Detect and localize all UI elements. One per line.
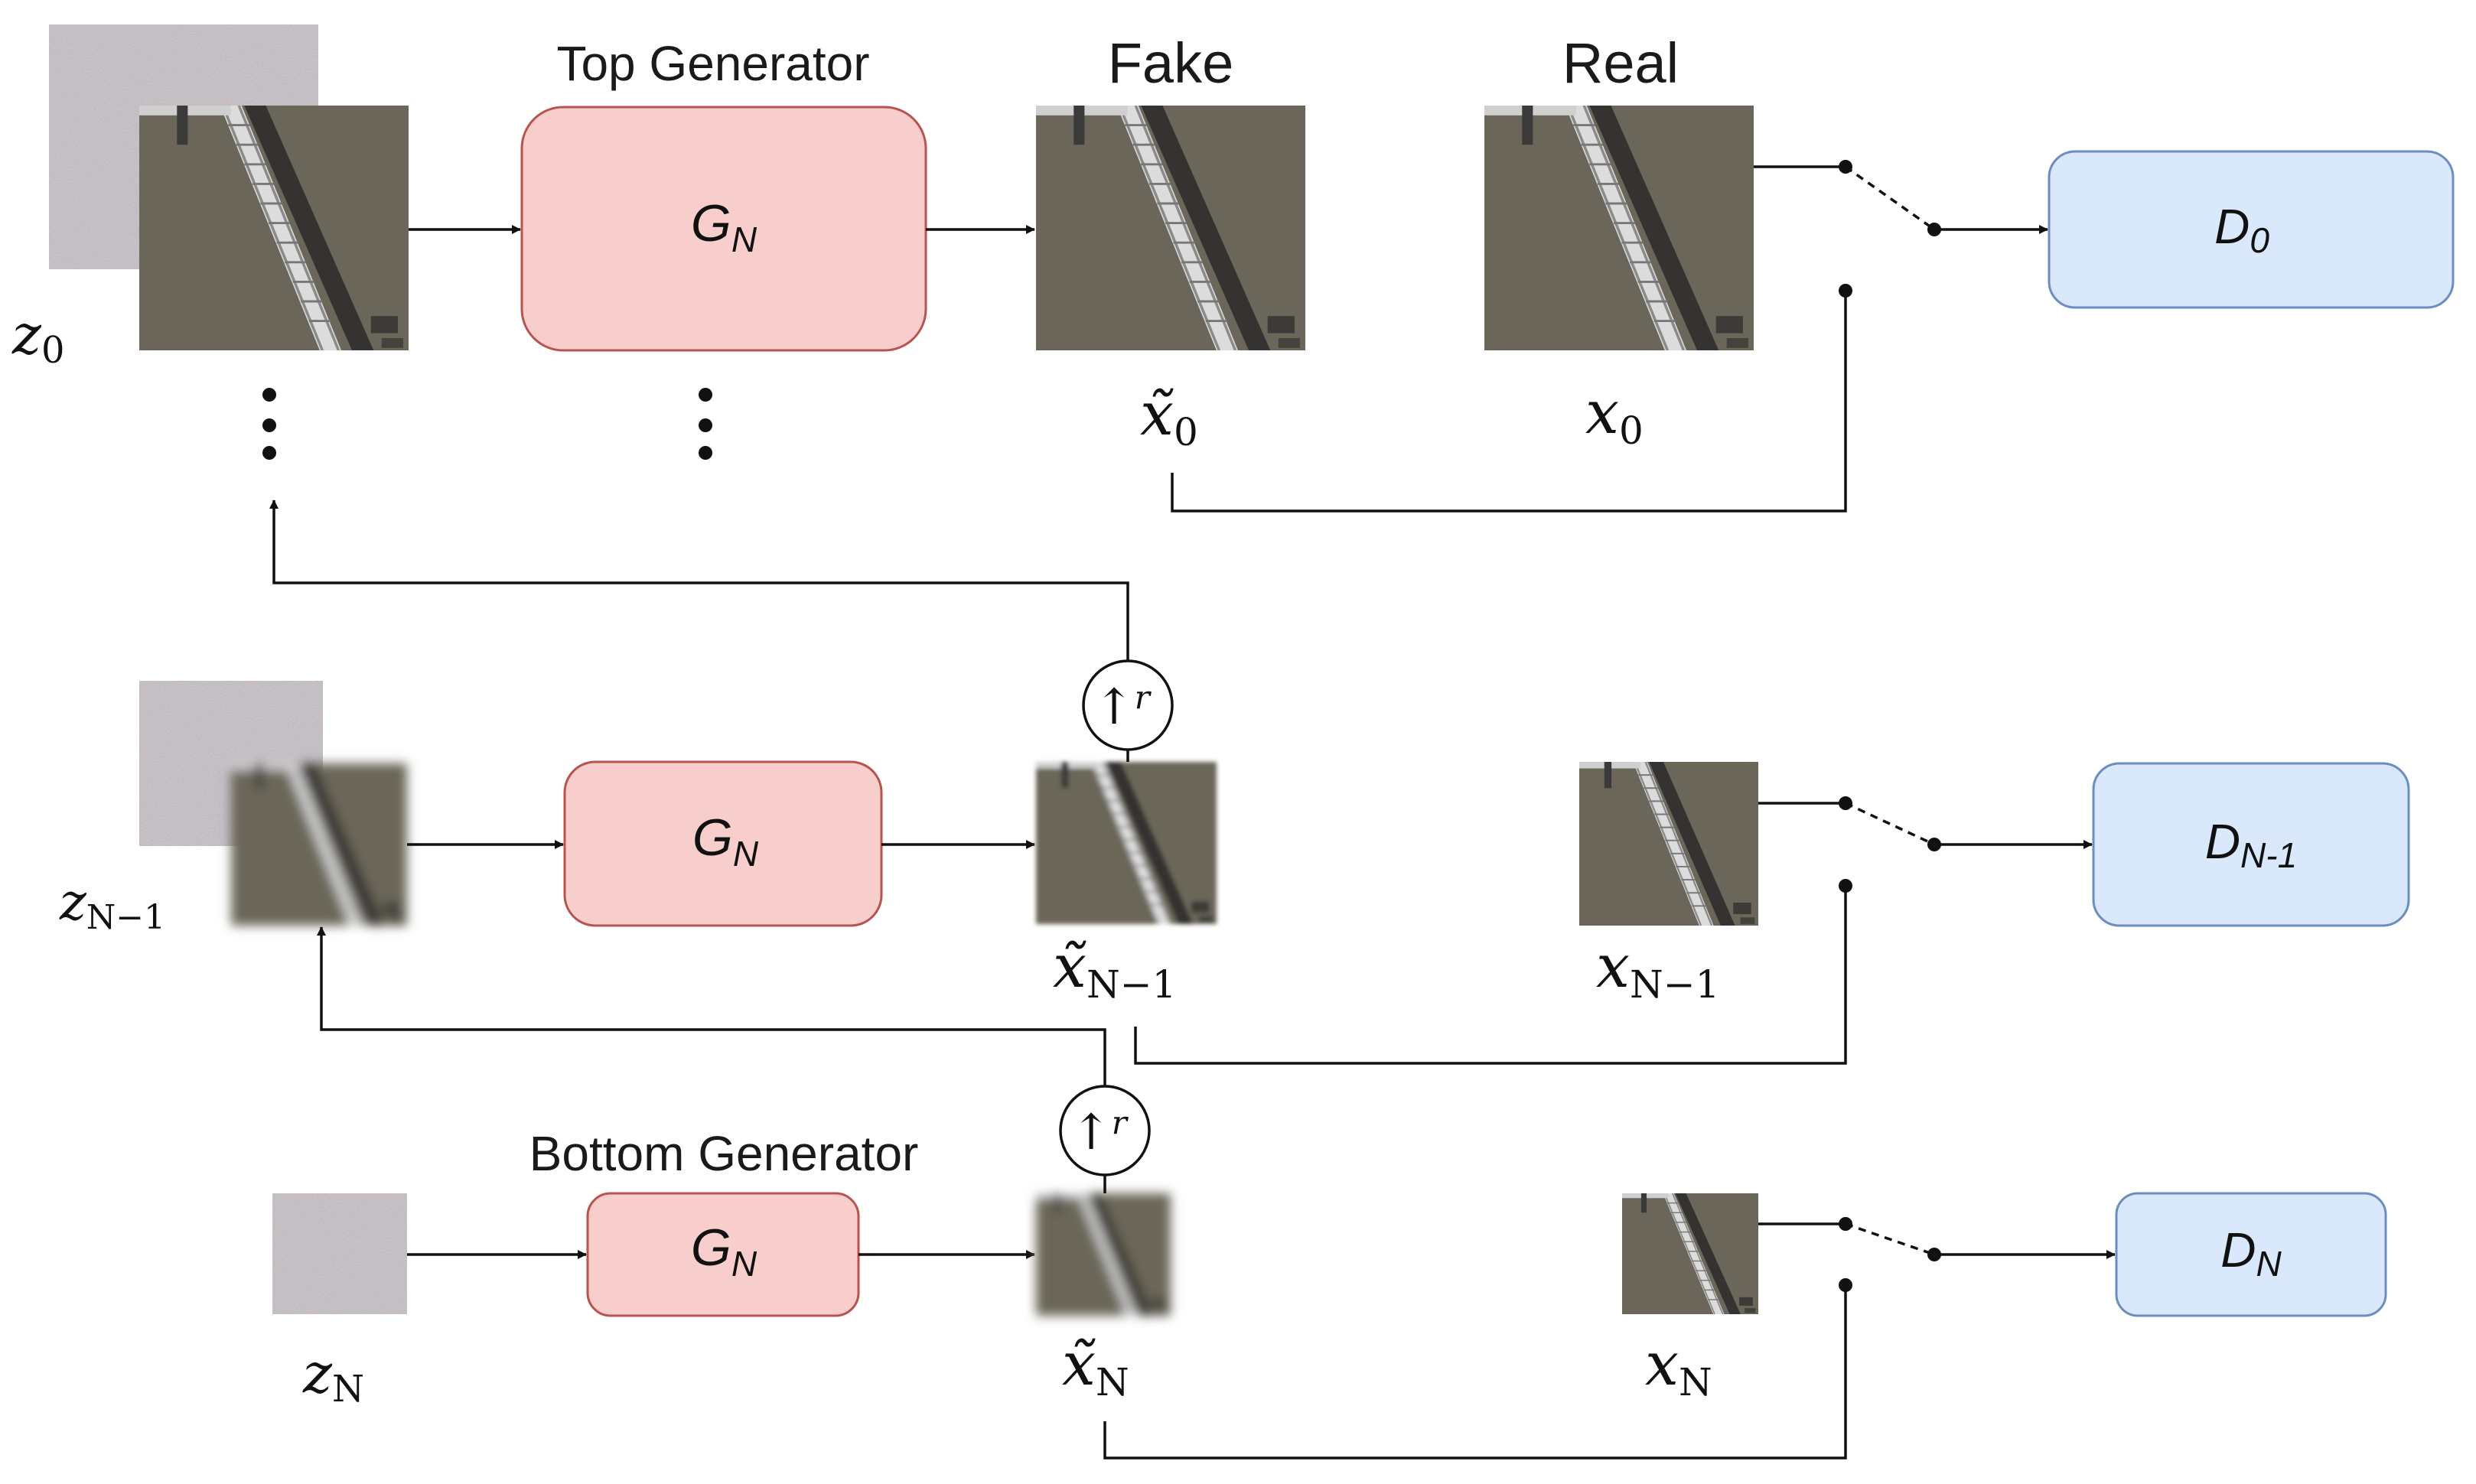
wire-fake-xN-1-to-switch	[1134, 886, 1847, 1065]
switch-bottom	[1845, 1222, 1935, 1256]
middle-generator-name: GN	[692, 809, 759, 874]
switch-middle	[1845, 802, 1935, 846]
wire-fake-x0-to-switch	[1171, 291, 1847, 513]
top-generator-label: Top Generator	[556, 36, 869, 91]
bottom-generator-name: GN	[691, 1219, 757, 1284]
upsample-middle-label: ↑r	[1093, 679, 1152, 736]
wire-upsample-to-top	[269, 500, 1129, 669]
discriminator-d0-box	[2048, 150, 2455, 309]
switch-top	[1844, 165, 1936, 231]
z0-input-image	[139, 106, 409, 350]
x-tilde-N-1-label: x̃N−1	[1053, 932, 1176, 1007]
real-image-x0	[1484, 106, 1754, 350]
fake-image-xN	[1036, 1193, 1171, 1316]
real-image-xN	[1622, 1193, 1758, 1314]
wire-upsample-to-middle	[317, 926, 1106, 1089]
x-N-1-label: xN−1	[1596, 932, 1719, 1007]
zN-label: zN	[302, 1341, 364, 1411]
discriminator-d0-name: D0	[2214, 199, 2269, 260]
bottom-generator-label: Bottom Generator	[529, 1126, 919, 1181]
x-tilde-0-label: x̃0	[1140, 380, 1198, 454]
discriminator-dN-box	[2115, 1192, 2387, 1317]
top-generator-name: GN	[691, 194, 757, 259]
x-tilde-N-label: x̃N	[1062, 1330, 1129, 1404]
fake-image-xN-1	[1036, 762, 1217, 924]
real-label: Real	[1562, 31, 1679, 95]
ellipsis-dots-images	[262, 388, 276, 460]
wire-fake-xN-to-switch	[1103, 1285, 1847, 1460]
upsample-bottom-label: ↑r	[1070, 1104, 1129, 1161]
discriminator-dN-1-box	[2092, 762, 2410, 927]
z0-label: z0	[11, 302, 64, 372]
zN-1-input-image	[231, 763, 407, 926]
x-N-label: xN	[1645, 1330, 1712, 1404]
ellipsis-dots-generators	[699, 388, 712, 460]
x-0-label: x0	[1585, 379, 1644, 453]
discriminator-dN-1-name: DN-1	[2205, 814, 2297, 875]
fake-label: Fake	[1108, 31, 1234, 95]
zN-1-label: zN−1	[59, 873, 165, 937]
zN-noise-image	[272, 1193, 407, 1314]
fake-image-x0	[1036, 106, 1305, 350]
discriminator-dN-name: DN	[2220, 1222, 2282, 1284]
real-image-xN-1	[1579, 762, 1758, 926]
